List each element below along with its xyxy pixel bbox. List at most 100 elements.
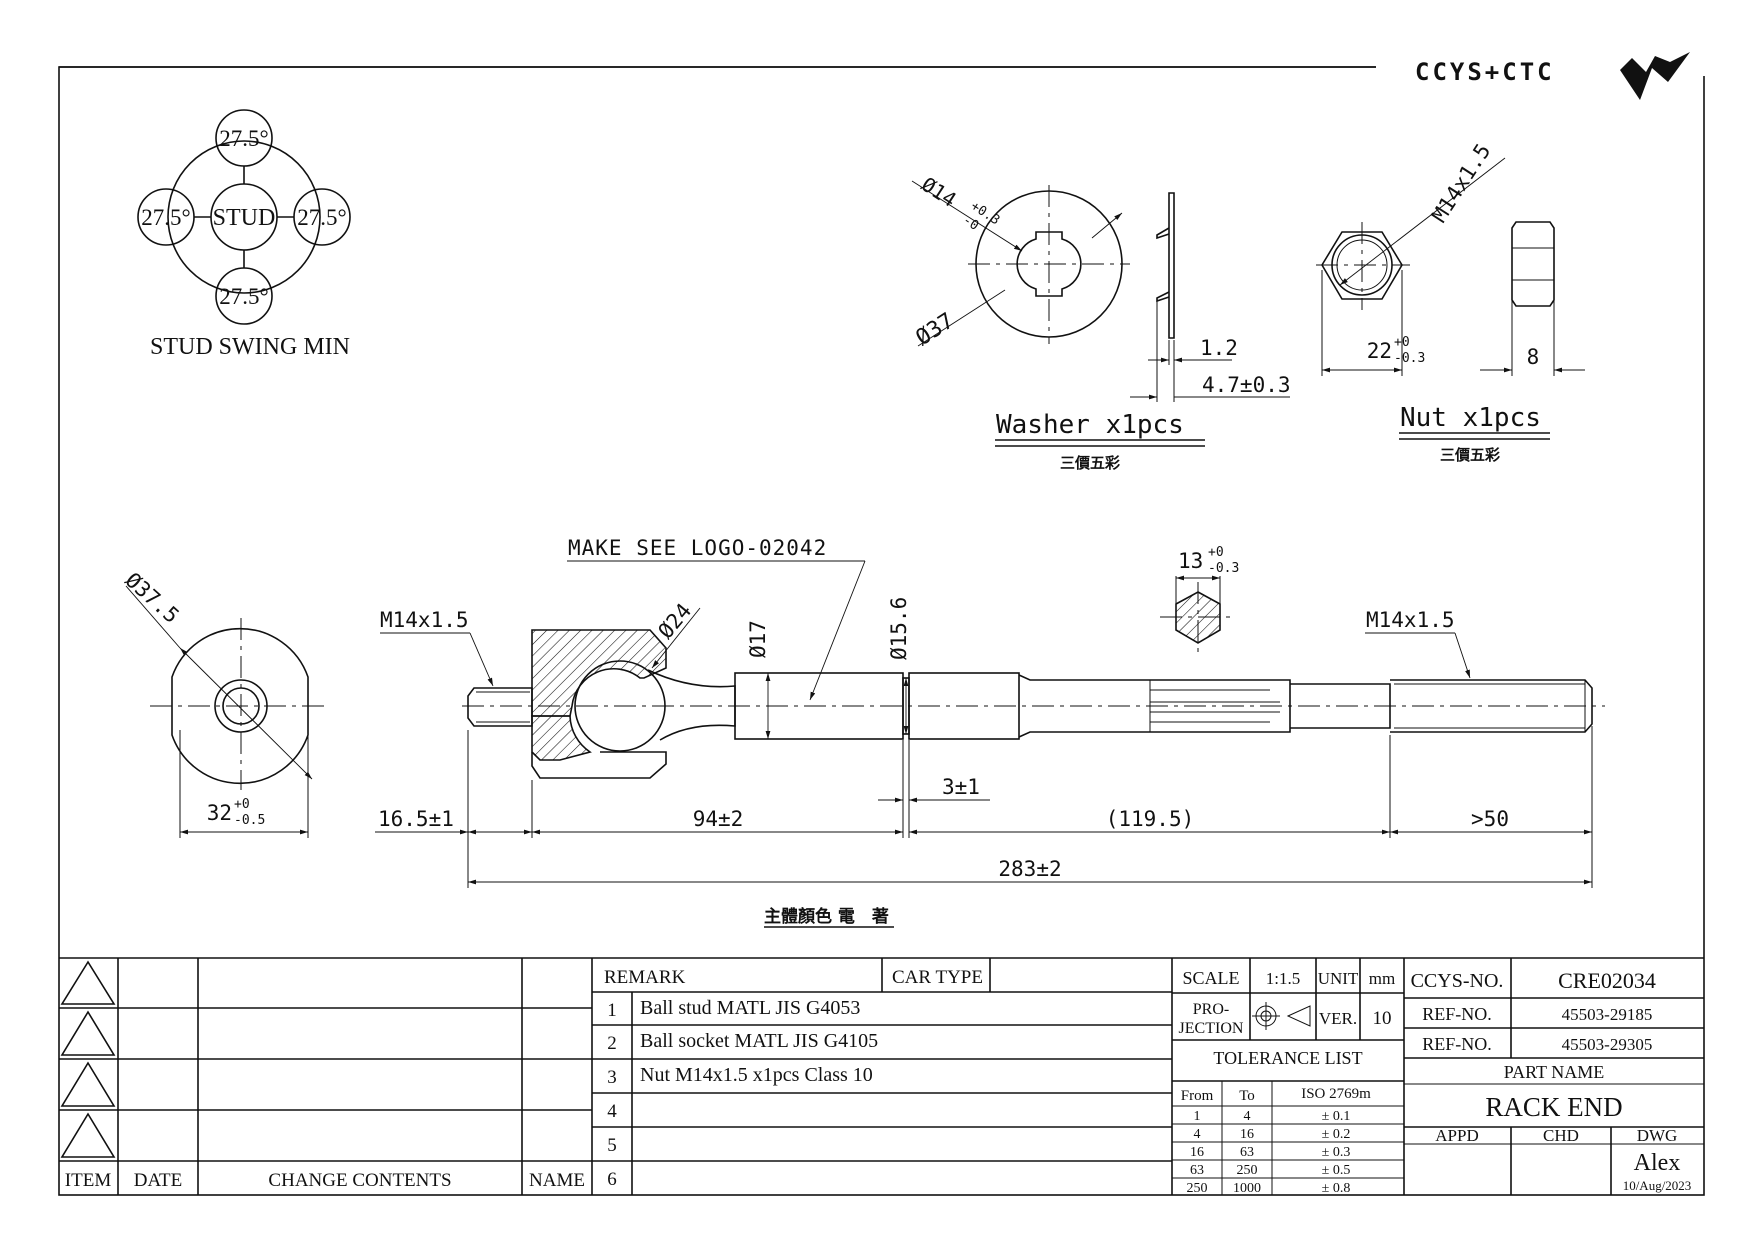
ref-number-2: 45503-29305	[1562, 1035, 1653, 1054]
svg-text:1:1.5: 1:1.5	[1266, 969, 1300, 988]
remark-3: Nut M14x1.5 x1pcs Class 10	[640, 1064, 873, 1086]
svg-text:6: 6	[607, 1169, 617, 1190]
svg-text:63: 63	[1190, 1163, 1204, 1178]
svg-text:JECTION: JECTION	[1179, 1020, 1244, 1037]
groove-dia: Ø15.6	[887, 597, 911, 660]
svg-text:APPD: APPD	[1435, 1126, 1478, 1145]
swing-angle-right: 27.5°	[297, 205, 346, 230]
svg-text:UNIT: UNIT	[1318, 969, 1359, 988]
dim-b: 94±2	[693, 807, 744, 831]
svg-text:4: 4	[607, 1101, 617, 1122]
stud-swing-diagram: STUD 27.5° 27.5° 27.5° 27.5° STUD SWING …	[137, 109, 351, 360]
part-title-block: CCYS-NO. CRE02034 REF-NO. 45503-29185 RE…	[1404, 958, 1704, 1195]
sheet-frame	[58, 66, 1705, 1196]
svg-text:-0: -0	[960, 213, 981, 234]
svg-text:SCALE: SCALE	[1182, 968, 1239, 988]
washer-title: Washer x1pcs	[996, 410, 1184, 440]
brand-logo: CCYS+CTC	[1415, 52, 1690, 100]
logo-note: MAKE SEE LOGO-02042	[568, 536, 827, 560]
svg-text:2: 2	[607, 1033, 617, 1054]
ccys-number: CRE02034	[1558, 968, 1656, 993]
washer-finish: 三價五彩	[1060, 454, 1120, 472]
svg-text:REF-NO.: REF-NO.	[1422, 1004, 1492, 1024]
svg-text:1: 1	[607, 1000, 617, 1021]
remarks-table: REMARK CAR TYPE 1 Ball stud MATL JIS G40…	[592, 958, 1172, 1195]
svg-text:4: 4	[1244, 1109, 1251, 1124]
svg-text:+0: +0	[1208, 545, 1224, 560]
shaft-dia: Ø17	[746, 620, 770, 658]
washer-height: 4.7±0.3	[1202, 373, 1291, 397]
svg-text:ISO 2769m: ISO 2769m	[1301, 1086, 1371, 1102]
swing-angle-bottom: 27.5°	[219, 284, 268, 309]
svg-text:250: 250	[1237, 1163, 1258, 1178]
revision-table: ITEM DATE CHANGE CONTENTS NAME	[59, 958, 593, 1195]
ref-number-1: 45503-29185	[1562, 1005, 1653, 1024]
end-dia: Ø37.5	[121, 568, 184, 628]
swing-angle-top: 27.5°	[219, 126, 268, 151]
title-block: ITEM DATE CHANGE CONTENTS NAME REMARK CA…	[59, 957, 1704, 1196]
tolerance-title: TOLERANCE LIST	[1213, 1048, 1362, 1068]
svg-text:+0: +0	[234, 797, 250, 812]
washer-view: Ø14 +0.3 -0 Ø37 1.2 4.7±0.3 Washer x1pcs…	[912, 172, 1291, 472]
svg-text:-0.5: -0.5	[234, 813, 265, 828]
washer-outer-dia: Ø37	[912, 308, 959, 351]
car-type-label: CAR TYPE	[892, 967, 983, 988]
washer-thickness: 1.2	[1200, 336, 1238, 360]
nut-width: 22	[1367, 339, 1392, 363]
remark-2: Ball socket MATL JIS G4105	[640, 1030, 878, 1052]
rack-end-main-view: 13 +0 -0.3 M14x1.5 MAKE SEE LOGO-02042 Ø…	[375, 536, 1605, 928]
svg-text:+0: +0	[1394, 335, 1410, 350]
svg-text:-0.3: -0.3	[1208, 561, 1239, 576]
part-name: RACK END	[1485, 1092, 1622, 1122]
svg-text:To: To	[1239, 1088, 1255, 1104]
svg-text:4: 4	[1194, 1127, 1201, 1142]
svg-text:1: 1	[1194, 1109, 1201, 1124]
projection-symbol-icon	[1252, 1002, 1311, 1030]
nut-thread: M14x1.5	[1427, 139, 1495, 226]
stud-label: STUD	[213, 205, 276, 231]
right-thread: M14x1.5	[1366, 608, 1455, 632]
svg-text:± 0.1: ± 0.1	[1322, 1109, 1351, 1124]
svg-text:CCYS+CTC: CCYS+CTC	[1415, 58, 1555, 86]
drawing-info: SCALE 1:1.5 UNIT mm PRO- JECTION VER. 10…	[1171, 958, 1405, 1196]
svg-text:± 0.5: ± 0.5	[1322, 1163, 1351, 1178]
svg-text:63: 63	[1240, 1145, 1254, 1160]
body-finish: 主體顏色 電 著	[764, 906, 889, 927]
nut-thickness: 8	[1527, 345, 1540, 369]
left-thread: M14x1.5	[380, 608, 469, 632]
dim-e: >50	[1471, 807, 1509, 831]
rack-end-end-view: Ø37.5 32 +0 -0.5	[121, 568, 330, 838]
svg-text:DWG: DWG	[1637, 1126, 1678, 1145]
drawn-by: Alex	[1634, 1150, 1681, 1176]
svg-text:PRO-: PRO-	[1193, 1001, 1229, 1018]
svg-text:ITEM: ITEM	[65, 1170, 112, 1191]
svg-text:16: 16	[1240, 1127, 1254, 1142]
svg-text:± 0.3: ± 0.3	[1322, 1145, 1351, 1160]
ball-dia: Ø24	[653, 599, 696, 643]
nut-view: M14x1.5 22 +0 -0.3 8 Nut x1pcs 三價五彩	[1316, 139, 1585, 464]
svg-text:CHANGE CONTENTS: CHANGE CONTENTS	[268, 1170, 451, 1191]
svg-text:1000: 1000	[1233, 1181, 1261, 1196]
svg-text:CHD: CHD	[1543, 1126, 1579, 1145]
svg-text:± 0.2: ± 0.2	[1322, 1127, 1351, 1142]
svg-text:10: 10	[1373, 1008, 1392, 1029]
svg-text:REF-NO.: REF-NO.	[1422, 1034, 1492, 1054]
svg-text:16: 16	[1190, 1145, 1204, 1160]
hex-size: 13	[1178, 549, 1203, 573]
svg-text:3: 3	[607, 1067, 617, 1088]
swing-angle-left: 27.5°	[141, 205, 190, 230]
remark-header: REMARK	[604, 967, 686, 988]
svg-text:± 0.8: ± 0.8	[1322, 1181, 1351, 1196]
remark-1: Ball stud MATL JIS G4053	[640, 997, 860, 1019]
dim-total: 283±2	[998, 857, 1061, 881]
nut-title: Nut x1pcs	[1400, 403, 1541, 433]
svg-text:From: From	[1181, 1088, 1214, 1104]
svg-text:5: 5	[607, 1135, 617, 1156]
svg-text:PART NAME: PART NAME	[1504, 1062, 1604, 1082]
dim-c: 3±1	[942, 775, 980, 799]
svg-text:mm: mm	[1369, 969, 1395, 988]
end-width: 32	[207, 801, 232, 825]
washer-inner-dia: Ø14	[917, 172, 960, 212]
svg-text:250: 250	[1187, 1181, 1208, 1196]
svg-text:DATE: DATE	[134, 1170, 183, 1191]
